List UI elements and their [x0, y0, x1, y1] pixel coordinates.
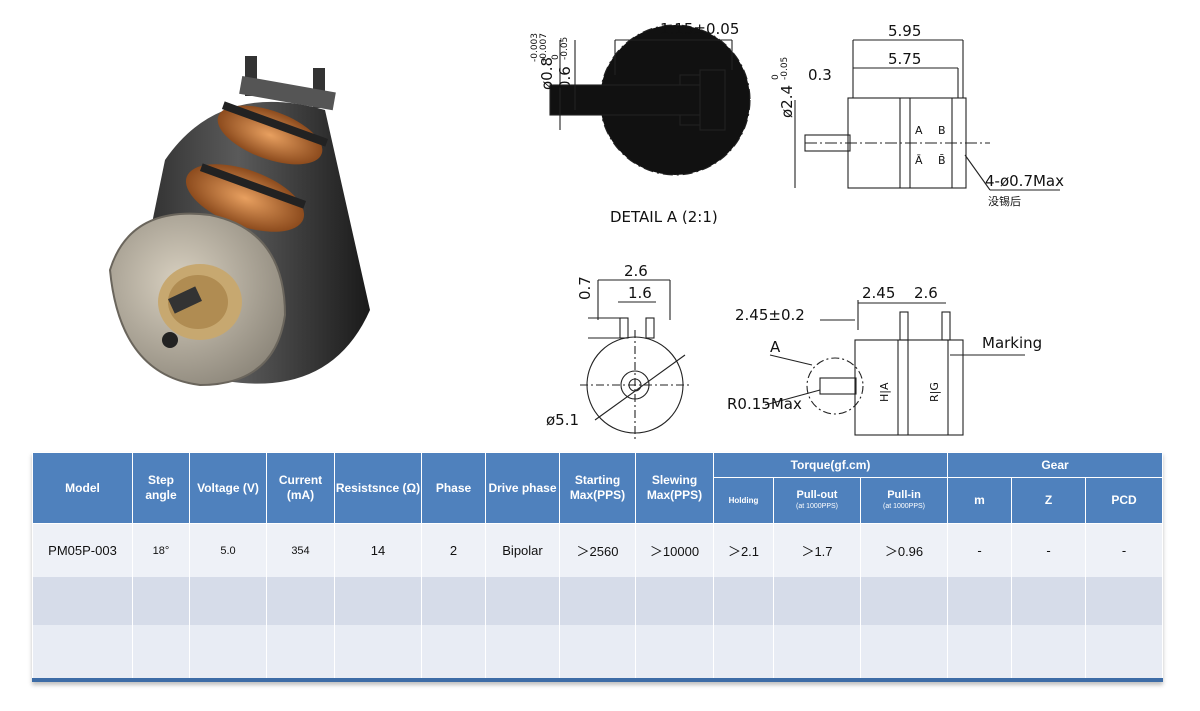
th-gear-z: Z: [1011, 477, 1087, 524]
pin-bbar: B̄: [938, 154, 946, 167]
dim-d245-02: 2.45±0.2: [735, 306, 805, 324]
dim-d08: ø0.8: [538, 57, 556, 90]
dim-d06-tol-bot: -0.05: [560, 37, 570, 60]
th-pullout-label: Pull-out: [796, 488, 838, 501]
dim-d575: 5.75: [888, 50, 921, 68]
cell-gear-pcd: -: [1085, 523, 1164, 578]
th-pullin-label: Pull-in: [887, 488, 921, 501]
cell-model: PM05P-003: [32, 523, 133, 578]
th-starting: Starting Max(PPS): [559, 452, 636, 524]
dim-d115: 1.15±0.05: [660, 20, 739, 38]
table-row-empty: [32, 577, 1164, 625]
th-slewing: Slewing Max(PPS): [635, 452, 714, 524]
th-gear-group: Gear: [947, 452, 1164, 478]
technical-drawing: ø0.8 -0.003 -0.007 0.6 0 -0.05 1.15±0.05…: [530, 20, 1064, 440]
pin-rg: R|G: [928, 382, 941, 402]
pin-ha: H|A: [878, 382, 891, 402]
cell-holding: ＞2.1: [713, 523, 774, 578]
dim-holes: 4-ø0.7Max: [985, 172, 1064, 190]
dim-d24-tol-top: 0: [771, 74, 781, 80]
detail-label: DETAIL A (2:1): [610, 208, 718, 226]
dim-d08-tol-bot: -0.007: [539, 33, 549, 62]
cell-voltage: 5.0: [189, 523, 267, 578]
cell-resistance: 14: [334, 523, 422, 578]
marking-label: Marking: [982, 334, 1042, 352]
dim-d595: 5.95: [888, 22, 921, 40]
pin-a: A: [915, 124, 923, 137]
dim-d06-tol-top: 0: [551, 54, 561, 60]
dim-d07: 0.7: [576, 276, 594, 300]
cell-phase: 2: [421, 523, 486, 578]
motor-photo: [108, 56, 370, 387]
th-holding: Holding: [713, 477, 774, 524]
dim-d245-side: 2.45: [862, 284, 895, 302]
cell-slewing: ＞10000: [635, 523, 714, 578]
cell-step-angle: 18°: [132, 523, 190, 578]
dim-d08-tol-top: -0.003: [530, 33, 540, 62]
label-a: A: [770, 338, 781, 356]
dim-d51: ø5.1: [546, 411, 579, 429]
cell-gear-m: -: [947, 523, 1013, 578]
th-phase: Phase: [421, 452, 486, 524]
th-pullout-note: (at 1000PPS): [795, 502, 839, 510]
dim-holes-cn: 没锡后: [988, 194, 1021, 208]
th-current: Current (mA): [266, 452, 335, 524]
dim-d26-front: 2.6: [624, 262, 648, 280]
th-gear-m: m: [947, 477, 1013, 524]
cell-pullout: ＞1.7: [773, 523, 861, 578]
dim-d06: 0.6: [556, 66, 574, 90]
th-step-angle: Step angle: [132, 452, 190, 524]
cell-current: 354: [266, 523, 335, 578]
th-drive-phase: Drive phase: [485, 452, 560, 524]
cell-pullin: ＞0.96: [859, 523, 949, 578]
pin-b: B: [938, 124, 946, 137]
th-gear-pcd: PCD: [1085, 477, 1164, 524]
table-row-empty: [32, 624, 1164, 683]
th-resistance: Resistsnce (Ω): [334, 452, 422, 524]
cell-drive-phase: Bipolar: [485, 523, 560, 578]
th-model: Model: [32, 452, 133, 524]
dim-d24: ø2.4: [778, 85, 796, 118]
pin-abar: Ā: [915, 154, 923, 167]
table-row: PM05P-003 18° 5.0 354 14 2 Bipolar ＞2560…: [32, 523, 1164, 578]
cell-starting: ＞2560: [559, 523, 636, 578]
cell-gear-z: -: [1011, 523, 1087, 578]
dim-d03: 0.3: [808, 66, 832, 84]
th-voltage: Voltage (V): [189, 452, 267, 524]
th-torque-group: Torque(gf.cm): [712, 452, 949, 478]
dim-d26-side: 2.6: [914, 284, 938, 302]
th-pullout: Pull-out (at 1000PPS): [773, 477, 861, 524]
th-pullin: Pull-in (at 1000PPS): [859, 477, 949, 524]
dim-r015: R0.15Max: [727, 395, 802, 413]
th-pullin-note: (at 1000PPS): [882, 502, 926, 510]
dim-d24-tol-bot: -0.05: [780, 57, 790, 80]
dim-d16: 1.6: [628, 284, 652, 302]
spec-table: Model Step angle Voltage (V) Current (mA…: [32, 452, 1164, 683]
